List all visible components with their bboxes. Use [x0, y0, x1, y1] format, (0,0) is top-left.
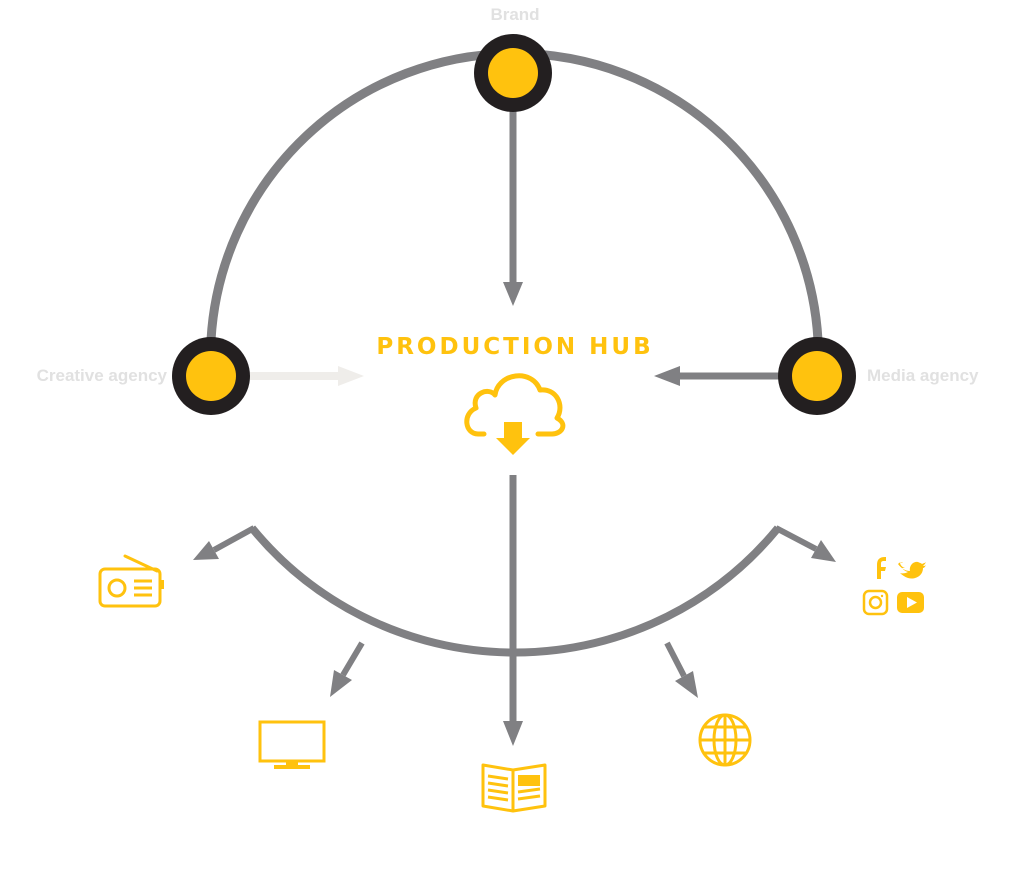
- media-agency-label: Media agency: [867, 366, 979, 385]
- media-agency-node: [778, 337, 856, 415]
- hub-to-newspaper-arrow: [503, 475, 523, 746]
- radio-icon: [98, 554, 164, 608]
- media-agency-to-hub-arrow: [654, 366, 780, 386]
- newspaper-icon: [481, 763, 547, 813]
- social-media-icon: [862, 557, 926, 616]
- creative-agency-node: [172, 337, 250, 415]
- brand-label: Brand: [490, 5, 539, 24]
- to-globe-arrow: [664, 641, 698, 698]
- instagram-icon: [862, 589, 889, 616]
- brand-to-hub-arrow: [503, 110, 523, 306]
- facebook-icon: [877, 557, 886, 579]
- to-social-arrow: [774, 525, 836, 562]
- to-radio-arrow: [193, 525, 256, 560]
- cloud-download-icon: [464, 373, 566, 455]
- brand-node: [474, 34, 552, 112]
- globe-icon: [698, 713, 752, 767]
- creative-agency-to-hub-arrow: [250, 366, 364, 386]
- creative-agency-label: Creative agency: [37, 366, 168, 385]
- tv-icon: [258, 720, 326, 769]
- to-tv-arrow: [330, 641, 365, 697]
- hub-title: PRODUCTION HUB: [376, 334, 653, 360]
- twitter-icon: [898, 561, 926, 579]
- youtube-icon: [897, 592, 924, 613]
